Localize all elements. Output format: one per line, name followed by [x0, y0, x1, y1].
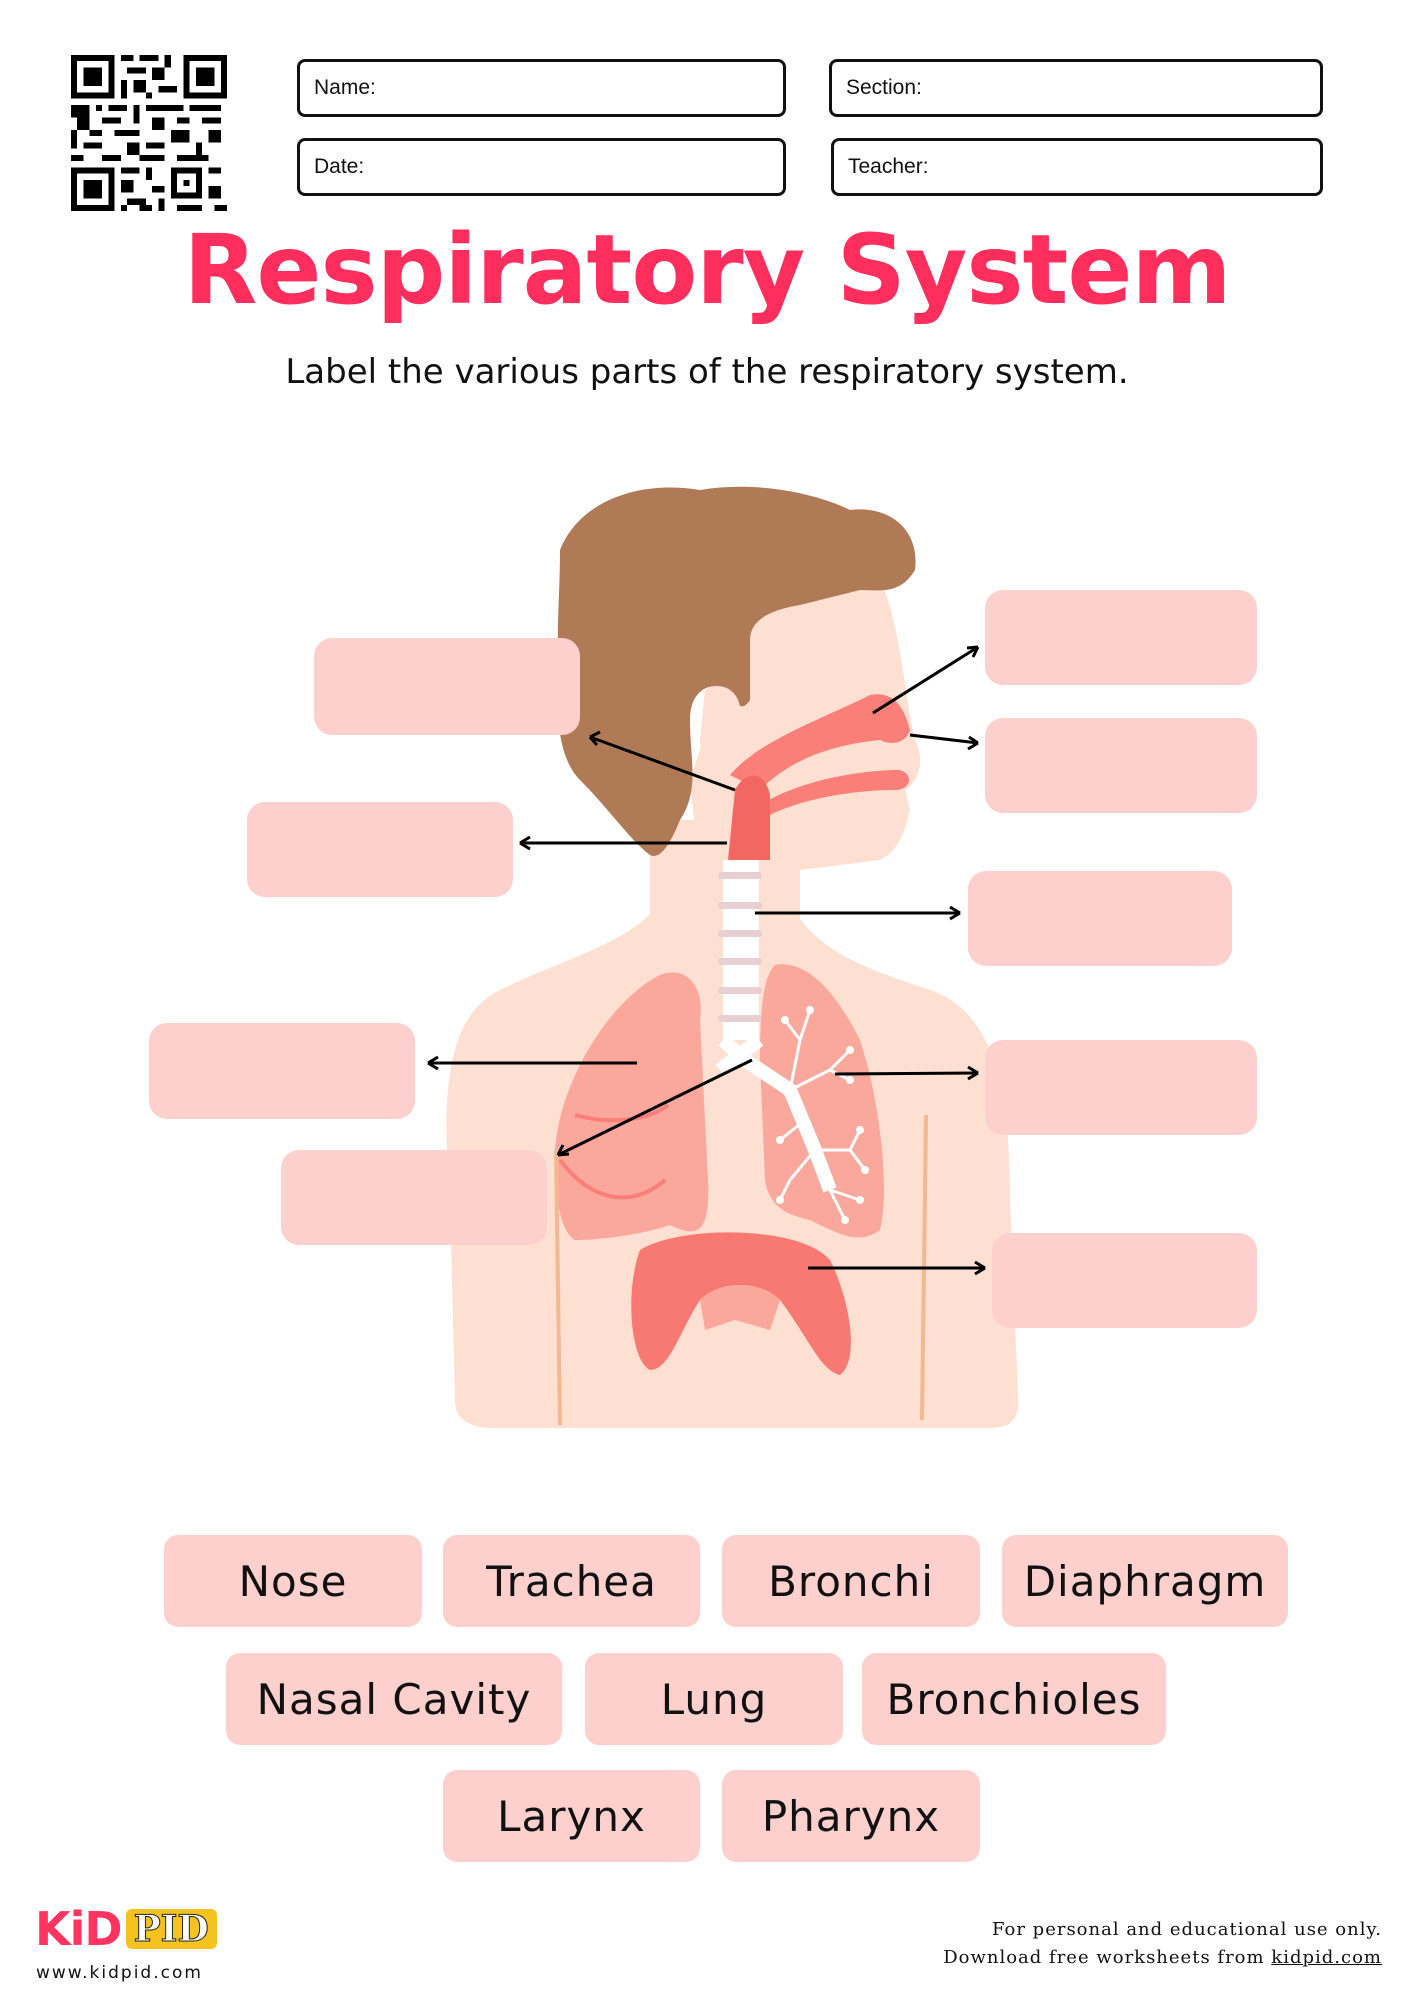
word-chip-label: Bronchioles: [886, 1674, 1142, 1724]
ear-illustration: [700, 686, 740, 776]
hair-illustration: [557, 486, 916, 856]
logo-url: www.kidpid.com: [36, 1963, 203, 1983]
blank-label-diaphragm[interactable]: [992, 1233, 1257, 1328]
word-chip[interactable]: Bronchioles: [862, 1653, 1166, 1745]
pointer-arrows: [427, 645, 986, 1276]
teacher-field[interactable]: Teacher:: [831, 138, 1323, 196]
blank-label-nasal-cavity[interactable]: [985, 590, 1257, 685]
trachea-rings: [718, 872, 762, 1022]
word-chip-label: Larynx: [497, 1791, 646, 1841]
blank-label-larynx[interactable]: [247, 802, 513, 897]
word-chip[interactable]: Diaphragm: [1002, 1535, 1288, 1627]
logo-kid-text: KiD: [35, 1902, 123, 1956]
teacher-field-label: Teacher:: [848, 155, 929, 178]
instructions: Label the various parts of the respirato…: [285, 352, 1129, 392]
word-chip-label: Trachea: [486, 1556, 657, 1606]
word-chip[interactable]: Nose: [164, 1535, 422, 1627]
left-lung-illustration: [555, 972, 709, 1240]
blank-label-bronchi[interactable]: [281, 1150, 547, 1245]
word-chip-label: Bronchi: [768, 1556, 934, 1606]
logo-pid-text: PID: [125, 1909, 217, 1950]
word-chip-label: Diaphragm: [1023, 1556, 1267, 1606]
section-field-label: Section:: [846, 76, 922, 99]
blank-label-bronchioles[interactable]: [985, 1040, 1257, 1135]
qr-code-icon: [71, 55, 227, 211]
blank-label-trachea[interactable]: [968, 871, 1232, 966]
date-field-label: Date:: [314, 155, 365, 178]
word-chip[interactable]: Lung: [585, 1653, 843, 1745]
section-field[interactable]: Section:: [829, 59, 1323, 117]
word-chip-label: Nasal Cavity: [256, 1674, 532, 1724]
word-chip[interactable]: Pharynx: [722, 1770, 980, 1862]
kidpid-logo[interactable]: KiD PID: [35, 1902, 217, 1956]
blank-label-pharynx[interactable]: [314, 638, 580, 735]
torso-illustration: [446, 860, 1019, 1428]
nasal-cavity-illustration: [730, 694, 910, 790]
right-lung-illustration: [760, 964, 884, 1238]
footer-notice: For personal and educational use only. D…: [943, 1916, 1382, 1972]
blank-label-nose[interactable]: [985, 718, 1257, 813]
blank-label-lung[interactable]: [149, 1023, 415, 1119]
footer-line-2: Download free worksheets from kidpid.com: [943, 1944, 1382, 1972]
word-chip[interactable]: Trachea: [443, 1535, 700, 1627]
word-chip-label: Pharynx: [761, 1791, 941, 1841]
footer-line-1: For personal and educational use only.: [992, 1919, 1382, 1940]
date-field[interactable]: Date:: [297, 138, 786, 196]
word-chip-label: Nose: [238, 1556, 348, 1606]
footer-line-2-text: Download free worksheets from: [943, 1947, 1272, 1968]
word-chip[interactable]: Larynx: [443, 1770, 700, 1862]
page-title: Respiratory System: [183, 214, 1232, 326]
trachea-illustration: [723, 860, 759, 1040]
word-chip[interactable]: Nasal Cavity: [226, 1653, 562, 1745]
diaphragm-illustration: [631, 1232, 851, 1375]
kidpid-link[interactable]: kidpid.com: [1271, 1947, 1382, 1968]
name-field-label: Name:: [314, 76, 376, 99]
word-chip-label: Lung: [660, 1674, 768, 1724]
oral-airway-illustration: [760, 770, 910, 815]
word-chip[interactable]: Bronchi: [722, 1535, 980, 1627]
name-field[interactable]: Name:: [297, 59, 786, 117]
pharynx-illustration: [728, 775, 770, 860]
